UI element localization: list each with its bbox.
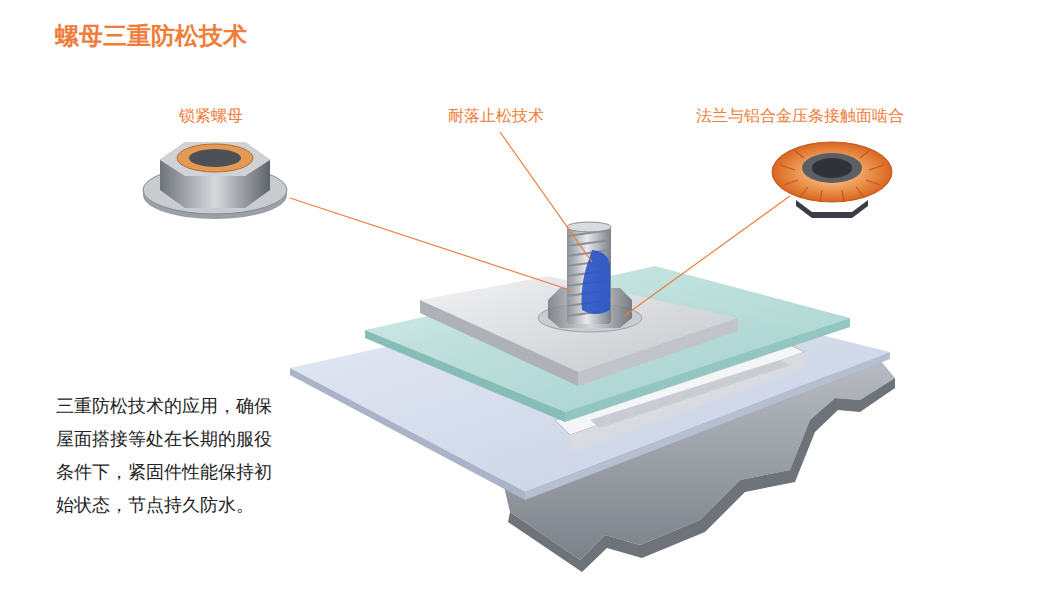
- page-title: 螺母三重防松技术: [55, 20, 247, 52]
- description-text: 三重防松技术的应用，确保屋面搭接等处在长期的服役条件下，紧固件性能保持初始状态，…: [56, 389, 277, 521]
- callout-label: 耐落止松技术: [448, 106, 544, 127]
- callout-label: 法兰与铝合金压条接触面啮合: [696, 106, 904, 127]
- callout-label: 锁紧螺母: [179, 106, 243, 127]
